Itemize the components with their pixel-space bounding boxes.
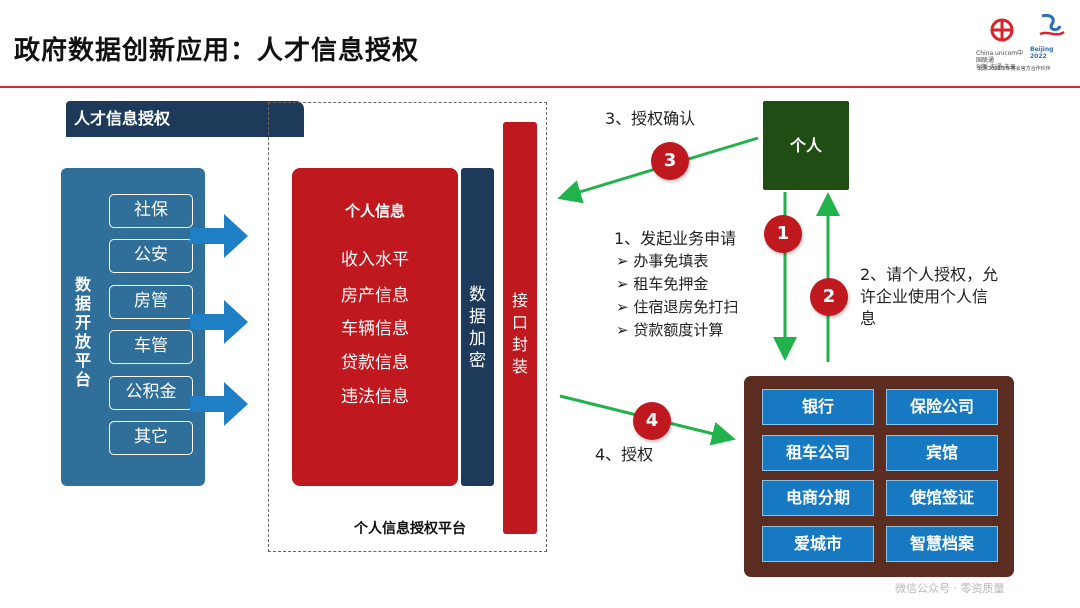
step-1-text: 1、发起业务申请 ➢ 办事免填表 ➢ 租车免押金 ➢ 住宿退房免打扫 ➢ 贷款额… [614,229,739,339]
biz-embassy-visa: 使馆签证 [886,480,998,516]
bullet-icon: ➢ [616,275,634,293]
unicom-text: China unicom中国联通 [976,50,1024,64]
data-encryption-label: 数 据 加 密 [469,285,486,371]
api-wrapper-box [503,122,537,534]
unicom-slogan: 创新·沟通·未来 [976,64,1016,71]
source-housing: 房管 [109,285,193,319]
step-2-text: 2、请个人授权，允 许企业使用个人信 息 [860,265,999,328]
personal-info-box [292,168,458,486]
olympic-emblem-icon [1039,14,1065,36]
bullet-icon: ➢ [616,298,634,316]
bullet-icon: ➢ [616,321,634,339]
biz-hotel: 宾馆 [886,435,998,471]
info-income: 收入水平 [341,250,409,270]
platform-caption: 个人信息授权平台 [354,521,466,537]
source-other: 其它 [109,421,193,455]
step-3-text: 3、授权确认 [605,109,696,128]
section-tag: 人才信息授权 [66,101,304,137]
partner-text: 北京2022年冬奥会官方合作伙伴 [978,66,1051,72]
step-2-badge: 2 [810,278,848,316]
step-1-badge: 1 [764,215,802,253]
info-violation: 违法信息 [341,387,409,407]
unicom-knot-icon [990,18,1014,42]
watermark: 微信公众号 · 零资质量 [895,582,1005,595]
bullet-icon: ➢ [616,252,634,270]
source-public-security: 公安 [109,239,193,273]
title-divider [0,86,1080,88]
biz-car-rental: 租车公司 [762,435,874,471]
source-housing-fund: 公积金 [109,376,193,410]
authorization-platform-frame [268,102,547,552]
personal-info-heading: 个人信息 [344,202,405,220]
step-4-badge: 4 [633,402,671,440]
biz-bank: 银行 [762,389,874,425]
biz-insurance: 保险公司 [886,389,998,425]
china-unicom-logo: China unicom中国联通 创新·沟通·未来 [976,16,1028,72]
data-platform-label: 数 据 开 放 平 台 [74,275,91,389]
person-box: 个人 [763,101,849,190]
biz-love-city: 爱城市 [762,526,874,562]
info-vehicle: 车辆信息 [341,319,409,339]
source-social-security: 社保 [109,194,193,228]
page-title: 政府数据创新应用：人才信息授权 [14,36,420,66]
data-flow-arrows [190,214,248,426]
flow-arrow-icon [190,214,248,258]
api-wrapper-label: 接 口 封 装 [511,291,528,376]
step-3-badge: 3 [651,142,689,180]
data-open-platform [61,168,205,486]
info-loan: 贷款信息 [341,353,409,373]
source-vehicle: 车管 [109,330,193,364]
flow-arrow-icon [190,300,248,344]
step-4-text: 4、授权 [595,445,654,464]
data-encryption-box [461,168,494,486]
biz-smart-archive: 智慧档案 [886,526,998,562]
beijing-2022-logo: Beijing 2022 [1030,12,1070,60]
info-property: 房产信息 [341,286,409,306]
biz-ecommerce-installment: 电商分期 [762,480,874,516]
flow-arrow-icon [190,382,248,426]
beijing-text: Beijing 2022 [1030,46,1054,60]
